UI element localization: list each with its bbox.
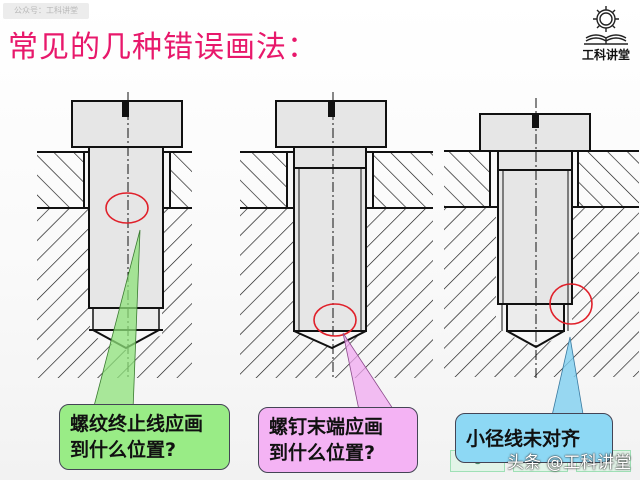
logo: 工科讲堂 [576, 2, 636, 64]
callout-line: 到什么位置? [269, 442, 376, 464]
footer-watermark: 头条 @工科讲堂 [507, 453, 632, 473]
gear-book-icon [584, 6, 628, 45]
error-circle [105, 192, 149, 224]
callout-line: 到什么位置? [70, 439, 177, 461]
callout-line: 小径线未对齐 [466, 428, 581, 450]
figure-2 [240, 92, 433, 416]
callout-minor-diameter: 小径线未对齐 [455, 413, 613, 463]
error-circle [549, 283, 593, 325]
callout-line: 螺钉末端应画 [269, 416, 384, 438]
screw-shank [88, 146, 164, 309]
callout-thread-end-line: 螺纹终止线应画 到什么位置? [59, 404, 230, 470]
figure-3 [444, 98, 639, 421]
callout-line: 螺纹终止线应画 [70, 413, 204, 435]
logo-text: 工科讲堂 [581, 48, 630, 62]
figure-1 [37, 92, 192, 411]
callout-screw-end: 螺钉末端应画 到什么位置? [258, 407, 418, 473]
page-title: 常见的几种错误画法： [8, 30, 318, 65]
screw-slot [122, 101, 129, 117]
watermark-top: 公众号：工科讲堂 [3, 3, 89, 19]
error-circle [313, 303, 357, 337]
